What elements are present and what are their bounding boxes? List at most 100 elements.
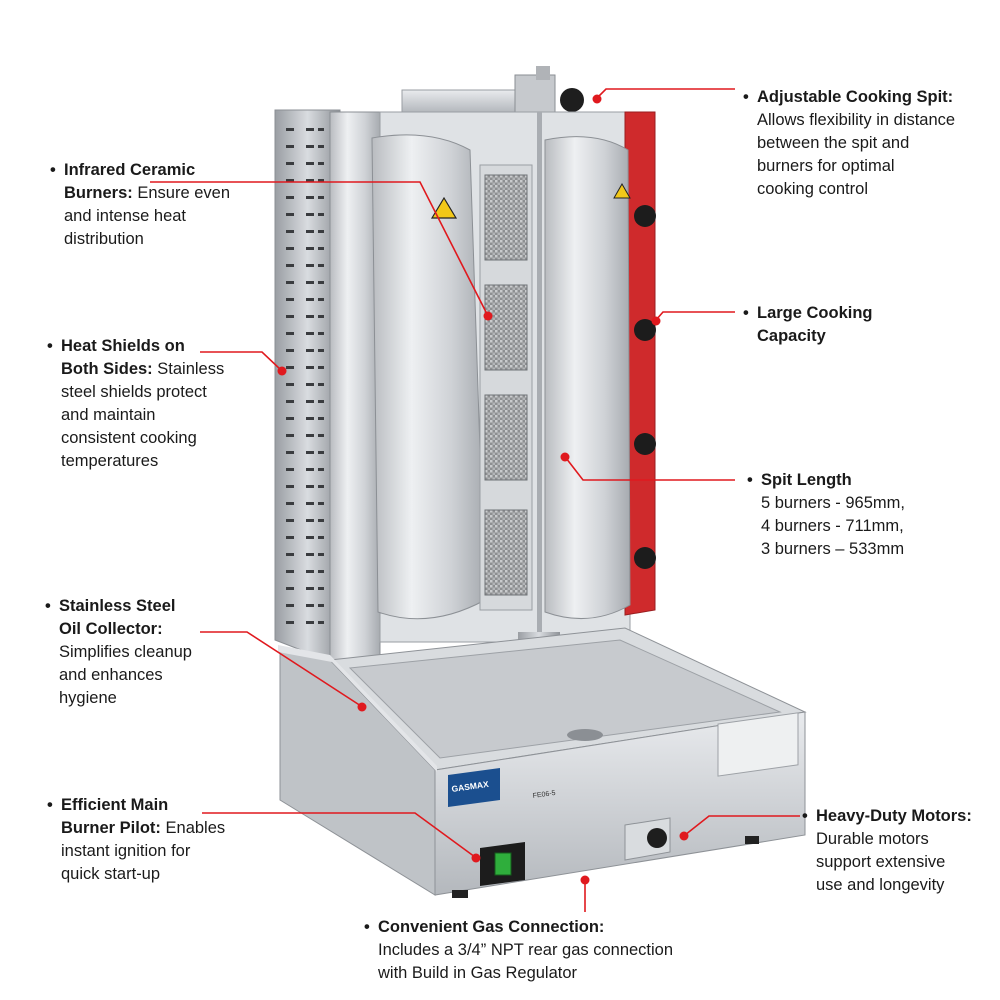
callout-line: 3 burners – 533mm — [761, 540, 905, 558]
callout-line: Enables — [160, 819, 226, 837]
callout-heat-shields: • Heat Shields on Both Sides: Stainless … — [47, 335, 225, 473]
callout-adjustable-spit: • Adjustable Cooking Spit: Allows flexib… — [743, 86, 956, 201]
vent-slot — [318, 383, 324, 386]
callout-line: Allows flexibility in distance — [757, 111, 956, 129]
vent-slot — [318, 366, 324, 369]
vent-slot — [306, 315, 314, 318]
vent-slot — [306, 536, 314, 539]
callout-line: cooking control — [757, 180, 868, 198]
vent-slot — [318, 485, 324, 488]
vent-slot — [306, 451, 314, 454]
vent-slot — [286, 434, 294, 437]
vent-slot — [286, 349, 294, 352]
vent-slot — [306, 162, 314, 165]
vent-slot — [286, 604, 294, 607]
vent-slot — [318, 536, 324, 539]
callout-title: Stainless Steel — [59, 597, 176, 615]
vent-slot — [286, 400, 294, 403]
bullet-icon: • — [747, 471, 753, 489]
vent-slot — [318, 213, 324, 216]
vent-slot — [306, 502, 314, 505]
callout-line: Simplifies cleanup — [59, 643, 192, 661]
callout-line: hygiene — [59, 689, 117, 707]
vent-slot — [286, 451, 294, 454]
vent-slot — [286, 536, 294, 539]
callout-line: between the spit and — [757, 134, 910, 152]
vent-slot — [286, 196, 294, 199]
callout-line: instant ignition for — [61, 842, 191, 860]
vent-slot — [318, 553, 324, 556]
vent-slot — [286, 519, 294, 522]
vent-slot — [318, 281, 324, 284]
vent-slot — [286, 315, 294, 318]
vent-slot — [318, 332, 324, 335]
callout-line: Ensure even — [132, 184, 230, 202]
callout-heavy-duty-motors: • Heavy-Duty Motors: Durable motors supp… — [802, 805, 972, 897]
vent-slot — [318, 349, 324, 352]
vent-slot — [306, 298, 314, 301]
vent-slot — [318, 604, 324, 607]
vent-slot — [306, 570, 314, 573]
callout-title: Heat Shields on — [61, 337, 185, 355]
vent-slot — [306, 468, 314, 471]
vent-slot — [306, 213, 314, 216]
vent-slot — [286, 587, 294, 590]
vent-slot — [286, 383, 294, 386]
bullet-icon: • — [50, 161, 56, 179]
callout-oil-collector: • Stainless Steel Oil Collector: Simplif… — [45, 595, 192, 710]
vent-slot — [318, 587, 324, 590]
vent-slot — [286, 621, 294, 624]
vent-slot — [318, 451, 324, 454]
model-label: FE06-5 — [532, 790, 556, 800]
callout-line: Durable motors — [816, 830, 929, 848]
bullet-icon: • — [364, 918, 370, 936]
callout-spit-length: • Spit Length 5 burners - 965mm, 4 burne… — [747, 469, 905, 561]
callout-line: quick start-up — [61, 865, 161, 883]
vent-slot — [306, 553, 314, 556]
vent-slot — [318, 264, 324, 267]
callout-title-cont: Both Sides: — [61, 360, 153, 378]
callout-infrared-burners: • Infrared Ceramic Burners: Ensure even … — [50, 159, 230, 251]
callout-line: burners for optimal — [757, 157, 895, 175]
motor-knob — [624, 817, 671, 861]
vent-slot — [306, 366, 314, 369]
callout-line: temperatures — [61, 452, 159, 470]
vent-slot — [306, 264, 314, 267]
callout-line: 4 burners - 711mm, — [761, 517, 904, 535]
vent-slot — [286, 281, 294, 284]
callout-title: Efficient Main — [61, 796, 169, 814]
vent-slot — [318, 247, 324, 250]
callout-title: Heavy-Duty Motors: — [816, 807, 972, 825]
vent-slot — [286, 179, 294, 182]
callout-line: and enhances — [59, 666, 163, 684]
callout-title: Spit Length — [761, 471, 852, 489]
callout-line: consistent cooking — [61, 429, 197, 447]
callout-line: steel shields protect — [61, 383, 207, 401]
brand-badge: GASMAX — [448, 768, 500, 807]
vent-slot — [306, 230, 314, 233]
vent-slot — [318, 196, 324, 199]
callout-title-cont: Burner Pilot: — [61, 819, 161, 837]
vent-slot — [318, 315, 324, 318]
vent-slot — [286, 485, 294, 488]
vent-slot — [306, 519, 314, 522]
vent-slot — [306, 349, 314, 352]
callout-gas-connection: • Convenient Gas Connection: Includes a … — [364, 916, 673, 985]
callout-line: Stainless — [152, 360, 225, 378]
vent-slot — [318, 298, 324, 301]
vent-slot — [286, 468, 294, 471]
vent-slot — [318, 128, 324, 131]
vent-slot — [286, 366, 294, 369]
callout-line: use and longevity — [816, 876, 945, 894]
front-right-shield — [544, 136, 631, 620]
bullet-icon: • — [47, 337, 53, 355]
pilot-switch-housing — [480, 842, 525, 886]
vent-slot — [286, 247, 294, 250]
bullet-icon: • — [743, 88, 749, 106]
vent-slot — [286, 502, 294, 505]
vent-slot — [318, 468, 324, 471]
vent-slot — [306, 434, 314, 437]
callout-title: Large Cooking — [757, 304, 873, 322]
vent-slot — [286, 570, 294, 573]
